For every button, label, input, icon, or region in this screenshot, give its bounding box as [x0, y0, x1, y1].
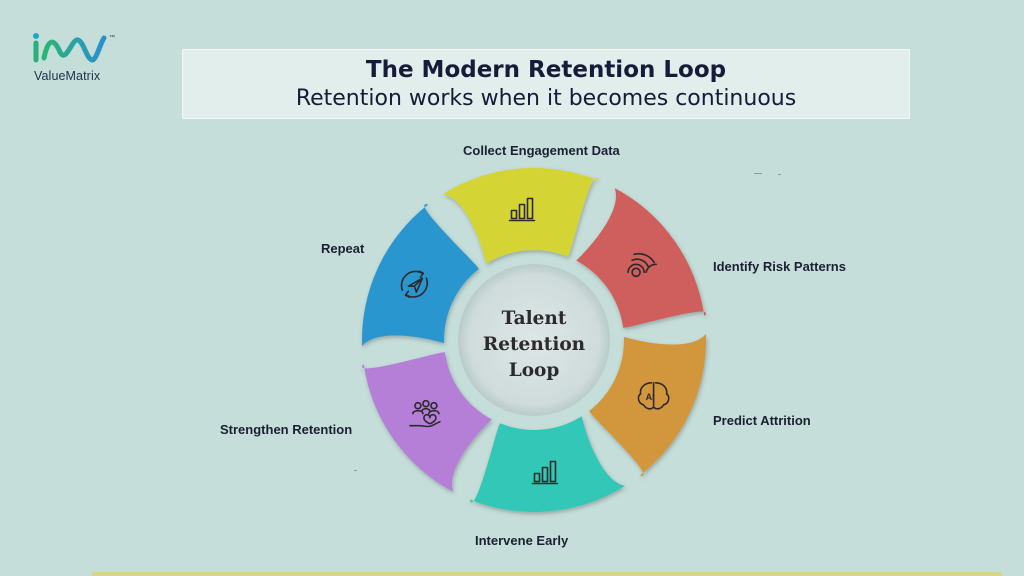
trademark-mark: ™ — [109, 35, 115, 41]
svg-text:AI: AI — [646, 392, 655, 402]
radar-signal-icon — [627, 252, 657, 278]
bottom-accent-line — [92, 572, 1002, 576]
cycle-paper-plane-icon — [400, 270, 428, 299]
step-label-strengthen: Strengthen Retention — [220, 422, 353, 437]
center-label-line1: Talent — [501, 308, 567, 329]
segment-intervene — [469, 416, 626, 513]
step-label-collect: Collect Engagement Data — [463, 143, 620, 158]
center-label-line3: Loop — [508, 360, 560, 381]
ai-brain-icon: AI — [637, 381, 670, 410]
step-label-predict: Predict Attrition — [713, 413, 811, 428]
segment-predict — [589, 334, 707, 476]
step-label-repeat: Repeat — [321, 241, 365, 256]
logo-brand-text: ValueMatrix — [34, 69, 101, 83]
logo-wave-icon — [33, 33, 107, 63]
valuematrix-logo: ™ ValueMatrix — [30, 32, 140, 90]
stray-mark — [778, 174, 781, 175]
center-label: Talent Retention Loop — [470, 306, 598, 384]
segment-collect — [442, 167, 599, 264]
center-disc — [458, 264, 610, 416]
segment-identify — [576, 188, 706, 328]
stray-mark — [754, 173, 762, 174]
title-banner: The Modern Retention Loop Retention work… — [182, 49, 910, 119]
step-label-intervene: Intervene Early — [475, 533, 569, 548]
bar-chart-icon — [531, 460, 559, 485]
page-title: The Modern Retention Loop — [365, 57, 727, 83]
team-heart-hand-icon — [409, 399, 441, 428]
bar-chart-icon — [508, 197, 536, 222]
segment-repeat — [361, 204, 479, 346]
step-label-identify: Identify Risk Patterns — [713, 259, 846, 274]
stray-mark — [354, 470, 357, 471]
page-subtitle: Retention works when it becomes continuo… — [295, 86, 797, 111]
center-label-line2: Retention — [482, 334, 586, 355]
